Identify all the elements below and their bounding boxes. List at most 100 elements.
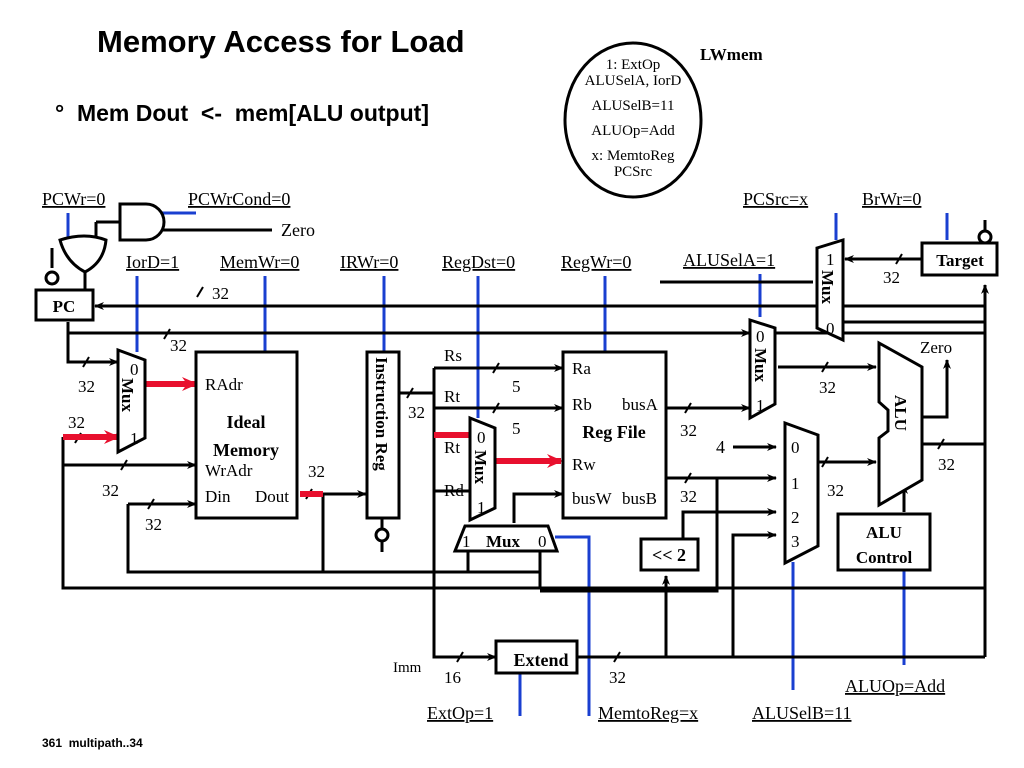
rt-label: Rt	[444, 387, 460, 406]
mux-label: Mux	[751, 348, 770, 383]
width-labels: 32 32 32 32 32 32 32 32 5 5 32 32 32 32 …	[68, 268, 955, 687]
alu	[877, 340, 924, 508]
mux-input-1: 1	[462, 532, 471, 551]
width-label: 32	[680, 487, 697, 506]
signal-pcwrcond: PCWrCond=0	[188, 189, 290, 209]
state-line: 1: ExtOp	[606, 57, 661, 73]
slide-footer: 361 multipath..34	[42, 736, 143, 750]
state-line: ALUSelA, IorD	[585, 73, 682, 89]
mux-input-0: 0	[477, 428, 486, 447]
register-file	[561, 350, 668, 520]
width-label: 32	[145, 515, 162, 534]
pc-label: PC	[53, 297, 76, 316]
width-label: 32	[212, 284, 229, 303]
ir-label: Instruction Reg	[372, 357, 391, 471]
and-gate	[118, 202, 166, 242]
state-line: x: MemtoReg	[592, 148, 675, 164]
mem-radr: RAdr	[205, 375, 243, 394]
aluselA-mux	[748, 317, 777, 421]
memory-label-2: Memory	[213, 440, 279, 460]
pc-clock-icon	[44, 270, 60, 286]
rf-ra: Ra	[572, 359, 591, 378]
mux-label: Mux	[471, 450, 490, 485]
slide-bullet: ° Mem Dout <- mem[ALU output]	[55, 100, 429, 126]
width-label: 16	[444, 668, 461, 687]
width-label: 32	[827, 481, 844, 500]
memory-label-1: Ideal	[226, 412, 265, 432]
alu-control-label-1: ALU	[866, 523, 902, 542]
alu-control-label-2: Control	[856, 548, 913, 567]
target-register	[920, 241, 999, 277]
signal-memtoreg: MemtoReg=x	[598, 703, 698, 723]
state-line: PCSrc	[614, 164, 653, 180]
shift-label: << 2	[652, 545, 686, 565]
mux-input-3: 3	[791, 532, 800, 551]
mux-label: Mux	[118, 378, 137, 413]
alu-label: ALU	[891, 395, 910, 431]
ideal-memory	[194, 350, 299, 520]
rf-rw: Rw	[572, 455, 596, 474]
rf-busa: busA	[622, 395, 659, 414]
width-label: 32	[883, 268, 900, 287]
mux-input-1: 1	[477, 498, 486, 517]
width-label: 32	[68, 413, 85, 432]
mem-din: Din	[205, 487, 231, 506]
mux-input-0: 0	[756, 327, 765, 346]
mem-dout: Dout	[255, 487, 289, 506]
mux-label: Mux	[486, 532, 521, 551]
width-label: 32	[170, 336, 187, 355]
width-label: 32	[308, 462, 325, 481]
mux-input-2: 2	[791, 508, 800, 527]
width-label: 32	[78, 377, 95, 396]
signal-aluop: ALUOp=Add	[845, 676, 945, 696]
width-label: 5	[512, 419, 521, 438]
shift-left-2	[639, 537, 700, 572]
mux-input-0: 0	[538, 532, 547, 551]
state-bubble: 1: ExtOp ALUSelA, IorD ALUSelB=11 ALUOp=…	[563, 41, 763, 199]
mux-input-1: 1	[130, 429, 139, 448]
constant-four: 4	[716, 437, 725, 457]
rf-busw: busW	[572, 489, 613, 508]
signal-extop: ExtOp=1	[427, 703, 493, 723]
slide-title: Memory Access for Load	[97, 24, 465, 59]
signal-aluselB: ALUSelB=11	[752, 703, 851, 723]
pcsrc-mux	[815, 237, 845, 343]
signal-regdst: RegDst=0	[442, 252, 515, 272]
mux-input-1: 1	[826, 250, 835, 269]
signal-aluselA: ALUSelA=1	[683, 250, 775, 270]
rf-rb: Rb	[572, 395, 592, 414]
mux-label: Mux	[818, 270, 837, 305]
regdst-mux	[468, 415, 497, 523]
width-label: 5	[512, 377, 521, 396]
zero-label: Zero	[920, 338, 952, 357]
target-clock-icon	[977, 229, 993, 245]
rt-label-2: Rt	[444, 438, 460, 457]
pc-register	[34, 288, 95, 322]
mux-input-0: 0	[826, 319, 835, 338]
signal-iord: IorD=1	[126, 252, 179, 272]
signal-memwr: MemWr=0	[220, 252, 299, 272]
rd-label: Rd	[444, 481, 464, 500]
signal-pcwr: PCWr=0	[42, 189, 105, 209]
regfile-label: Reg File	[582, 422, 645, 442]
signal-pcsrc: PCSrc=x	[743, 189, 808, 209]
state-name: LWmem	[700, 45, 763, 64]
imm-label: Imm	[393, 660, 422, 676]
ir-clock-icon	[374, 527, 390, 543]
state-line: ALUOp=Add	[591, 123, 675, 139]
mux-input-1: 1	[756, 396, 765, 415]
signal-regwr: RegWr=0	[561, 252, 631, 272]
mux-input-0: 0	[130, 360, 139, 379]
width-label: 32	[102, 481, 119, 500]
zero-input-label: Zero	[281, 220, 315, 240]
iord-mux	[116, 347, 147, 455]
state-line: ALUSelB=11	[592, 98, 675, 114]
instruction-register	[365, 350, 401, 520]
rf-busb: busB	[622, 489, 657, 508]
width-label: 32	[609, 668, 626, 687]
width-label: 32	[680, 421, 697, 440]
aluselB-mux	[783, 420, 820, 566]
datapath-wires	[50, 220, 989, 661]
state-circle	[563, 41, 703, 199]
